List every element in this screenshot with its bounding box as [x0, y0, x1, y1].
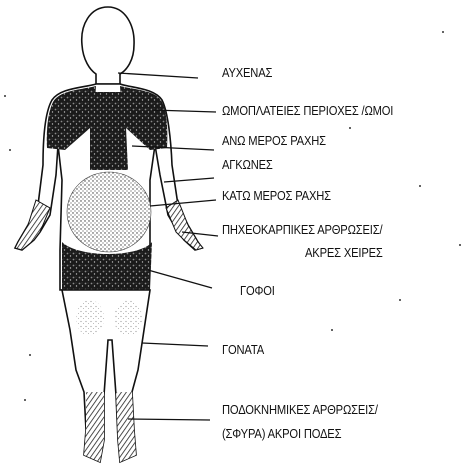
knee-region-right [114, 300, 142, 336]
label-upper-back: ΑΝΩ ΜΕΡΟΣ ΡΑΧΗΣ [222, 133, 326, 148]
knees-pointer [142, 343, 208, 346]
upper-back-region [90, 92, 128, 170]
label-ankles-line2: (ΣΦΥΡΑ) ΑΚΡΟΙ ΠΟΔΕΣ [222, 426, 341, 441]
head-outline [82, 7, 134, 84]
label-hips: ΓΟΦΟΙ [240, 283, 275, 298]
wrist-region-right [166, 200, 203, 250]
lower-back-pointer [150, 200, 216, 206]
lower-back-region [67, 172, 151, 252]
hips-pointer [148, 270, 212, 288]
label-wrists-line2: ΑΚΡΕΣ ΧΕΙΡΕΣ [305, 245, 383, 260]
label-shoulders: ΩΜΟΠΛΑΤΕΙΕΣ ΠΕΡΙΟΧΕΣ /ΩΜΟΙ [222, 103, 393, 118]
label-neck: ΑΥΧΕΝΑΣ [222, 65, 272, 80]
label-ankles-line1: ΠΟΔΟΚΝΗΜΙΚΕΣ ΑΡΘΡΩΣΕΙΣ/ [222, 402, 378, 417]
label-elbows: ΑΓΚΩΝΕΣ [222, 157, 273, 172]
label-knees: ΓΟΝΑΤΑ [222, 342, 264, 357]
ankles-pointer [128, 419, 210, 420]
knee-region-left [76, 300, 104, 336]
label-lower-back: ΚΑΤΩ ΜΕΡΟΣ ΡΑΧΗΣ [222, 188, 331, 203]
ankle-region-left [84, 392, 104, 462]
neck-pointer [118, 73, 198, 78]
label-wrists-line1: ΠΗΧΕΟΚΑΡΠΙΚΕΣ ΑΡΘΡΩΣΕΙΣ/ [222, 222, 382, 237]
